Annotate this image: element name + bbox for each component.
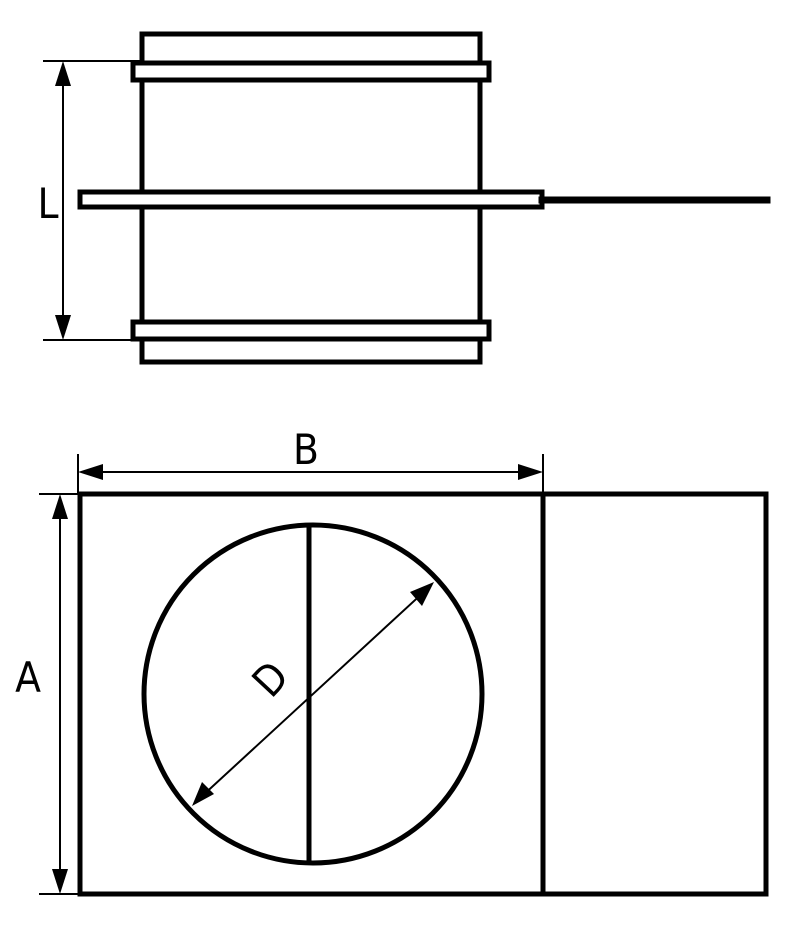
label-d: D [243, 652, 299, 707]
arrowhead-a-top [52, 494, 68, 519]
arrowhead-d-lower [192, 782, 214, 806]
dimension-b: B [77, 425, 544, 495]
arrowhead-l-bottom [55, 315, 71, 340]
bottom-flange [130, 319, 492, 342]
dimension-line-d [198, 588, 428, 800]
dimension-d: D [192, 582, 434, 806]
arrowhead-b-left [78, 464, 103, 480]
label-b: B [293, 425, 319, 474]
front-view: B A D [15, 425, 769, 897]
frame-outline [77, 491, 769, 897]
arrowhead-b-right [518, 464, 543, 480]
duct-opening-circle [141, 522, 485, 866]
label-l: L [37, 179, 58, 228]
dimension-l: L [37, 60, 143, 341]
damper-blade [77, 189, 545, 210]
arrowhead-d-upper [410, 582, 434, 606]
top-flange [130, 60, 492, 83]
arrowhead-l-top [55, 61, 71, 86]
dimension-a: A [15, 493, 81, 895]
arrowhead-a-bottom [52, 869, 68, 894]
side-view: L [37, 31, 771, 365]
label-a: A [15, 653, 41, 702]
